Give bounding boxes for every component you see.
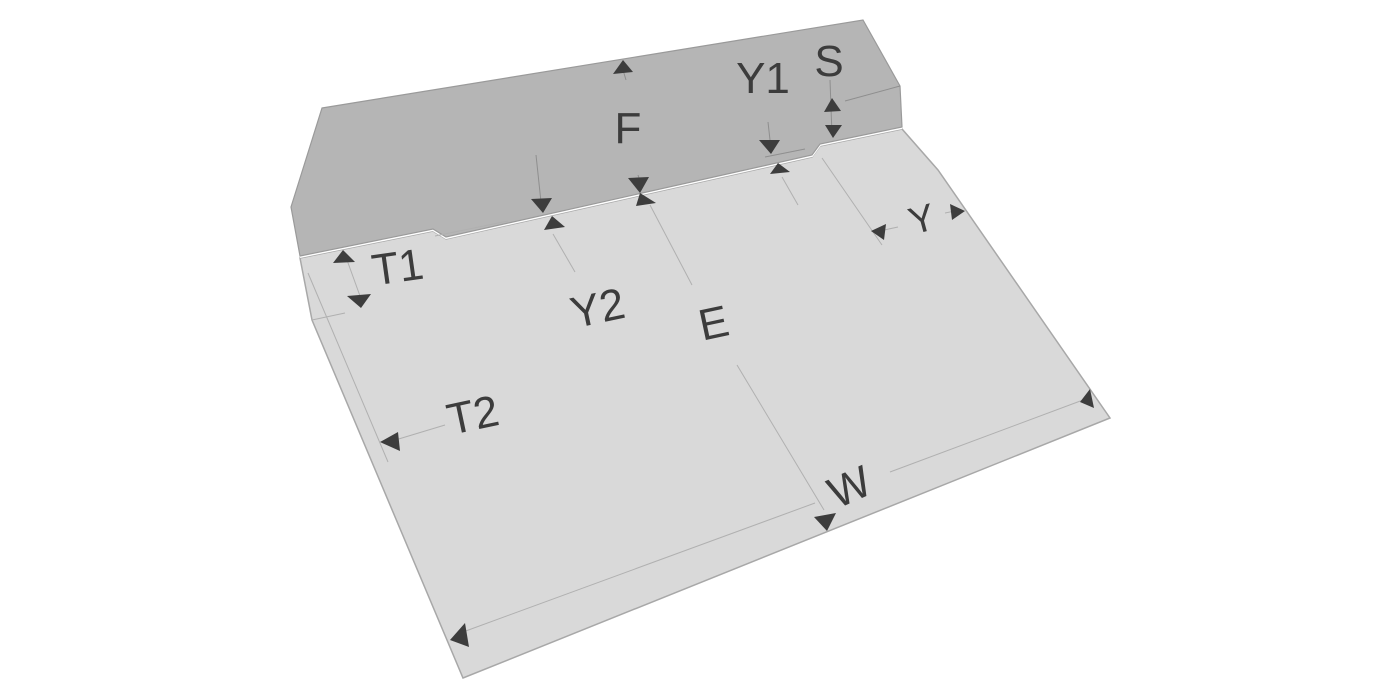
dim-W-guide-right xyxy=(889,399,1084,473)
flap-right-crease xyxy=(844,85,901,102)
dim-Y-guide-mid xyxy=(883,226,899,231)
flap-notch-crease xyxy=(764,148,806,158)
dim-F-arrow-top xyxy=(613,60,633,74)
dim-Y2-arrow-top xyxy=(531,198,552,213)
dim-T1-arrow-top xyxy=(333,250,355,263)
dim-T2-arrow xyxy=(380,432,400,451)
dim-Y2-base xyxy=(434,220,509,237)
dim-E-arrow-top xyxy=(636,193,656,206)
dim-Y-arrow-left xyxy=(871,224,886,240)
dim-S-arrow-bottom xyxy=(825,125,842,138)
dim-W-guide-left xyxy=(462,502,816,633)
fold-line-highlight xyxy=(299,127,903,258)
dim-Y1-arrow-bottom xyxy=(770,163,790,174)
dim-Y-arrow-right xyxy=(950,204,965,220)
dim-W-arrow-left xyxy=(450,623,469,647)
dim-S-arrow-top xyxy=(824,98,841,112)
dim-T2-guide xyxy=(391,424,446,442)
dim-E-guide-bottom xyxy=(736,364,825,511)
dim-W-arrow-mid xyxy=(814,513,836,531)
label-Y1: Y1 xyxy=(736,54,790,103)
panel-left-crease xyxy=(311,312,346,321)
label-Y2: Y2 xyxy=(566,279,629,338)
label-S: S xyxy=(814,37,843,86)
top-flap xyxy=(290,19,903,257)
dim-Y1-arrow-top xyxy=(759,140,780,154)
panel-left-inner-edge xyxy=(307,272,389,463)
dim-T1-guide xyxy=(346,259,361,297)
dim-T1-arrow-bottom xyxy=(347,294,371,308)
dim-Y-guide-left xyxy=(821,157,883,246)
dim-Y1-guide-low xyxy=(781,176,799,206)
label-T2: T2 xyxy=(443,386,503,445)
dim-E-guide-top xyxy=(649,204,693,286)
dim-Y2-guide-bottom xyxy=(552,233,576,273)
dim-Y2-arrow-bottom xyxy=(544,216,565,230)
dim-Y1-guide xyxy=(767,121,771,141)
label-F: F xyxy=(615,104,642,153)
label-T1: T1 xyxy=(369,240,427,296)
dim-F-arrow-bottom xyxy=(628,177,649,193)
dim-W-arrow-right xyxy=(1080,389,1094,408)
dim-Y2-guide-top xyxy=(535,154,542,203)
